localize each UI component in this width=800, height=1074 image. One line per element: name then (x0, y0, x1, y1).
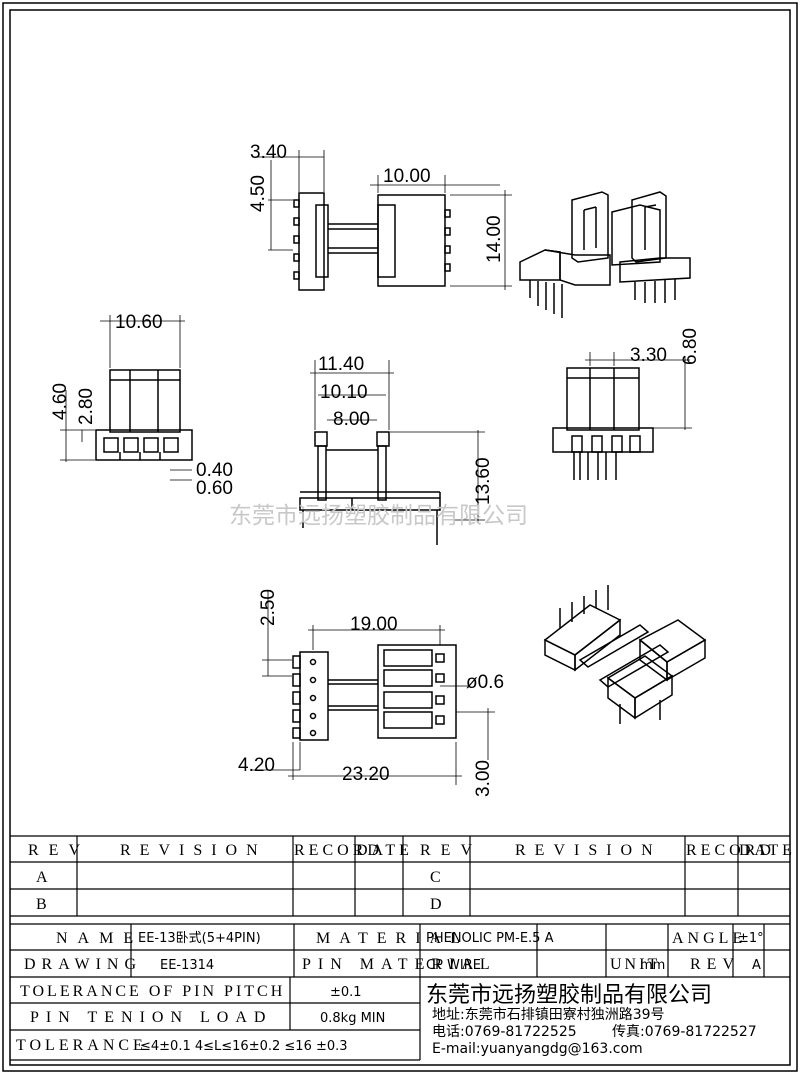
rev-row-b: B (36, 896, 47, 913)
pin-tension-value: 0.8kg MIN (320, 1011, 385, 1026)
tolerance-label: TOLERANCE (16, 1037, 147, 1054)
iso-view-flat (543, 585, 707, 724)
revision-header-right: REVISION (515, 842, 662, 859)
dim-bottom-total: 23.20 (342, 764, 390, 785)
pin-tension-label: PIN TENION LOAD (30, 1009, 272, 1026)
bottom-view (292, 644, 457, 741)
revision-header-left: REVISION (120, 842, 267, 859)
dim-left-h1: 4.60 (50, 383, 71, 420)
material-value: PHENOLIC PM-E.5 A (426, 931, 554, 946)
title-block (10, 923, 790, 1061)
rev-header-right: REV (420, 842, 482, 859)
dim-left-width: 10.60 (115, 312, 163, 333)
dim-front-w3: 8.00 (333, 409, 370, 430)
company-fax: 传真:0769-81722527 (612, 1024, 757, 1040)
drawing-label: DRAWING (24, 956, 142, 973)
watermark: 东莞市远扬塑胶制品有限公司 (229, 502, 528, 528)
company-name: 东莞市远扬塑胶制品有限公司 (426, 983, 712, 1008)
dim-bottom-pitch: 2.50 (258, 589, 279, 626)
side-view-right (552, 367, 654, 480)
dim-top-width: 3.40 (250, 142, 287, 163)
rev-header-left: REV (28, 842, 90, 859)
bottom-view-dim-lines (252, 590, 495, 785)
dim-bottom-hole: ø0.6 (466, 672, 504, 693)
dim-front-w1: 11.40 (318, 354, 364, 375)
tolerance-pin-value: ±0.1 (330, 985, 362, 1000)
company-address: 地址:东莞市石排镇田寮村独洲路39号 (432, 1006, 665, 1023)
top-view-dim-lines (252, 150, 512, 290)
unit-value: mm (640, 958, 665, 973)
dim-top-body: 10.00 (383, 166, 431, 187)
pin-material-label: PIN MATERIAL (302, 956, 497, 973)
name-value: EE-13卧式(5+4PIN) (138, 931, 261, 946)
name-label: NAME (56, 930, 143, 947)
unit-label: UNIT (610, 956, 660, 973)
company-email: E-mail:yuanyangdg@163.com (432, 1041, 643, 1057)
pin-material-value: CP WIRE (426, 958, 481, 973)
tolerance-value: ≤4±0.1 4≤L≤16±0.2 ≤16 ±0.3 (140, 1039, 348, 1054)
revision-table (10, 835, 790, 917)
side-view-right-dim-lines (585, 352, 692, 430)
dim-right-offset: 3.30 (630, 345, 667, 366)
dim-right-height: 6.80 (680, 328, 701, 365)
front-view-dim-lines (310, 360, 485, 522)
dim-bottom-edge: 4.20 (238, 755, 275, 776)
dim-bottom-offset: 3.00 (473, 760, 494, 797)
drawing-frame (9, 9, 791, 1066)
record-header-left: RECORD (294, 842, 383, 859)
date-header-left: DATE (356, 842, 413, 859)
dim-left-h2: 2.80 (76, 388, 97, 425)
angle-label: ANGLE (672, 930, 746, 947)
date-header-right: DATE (739, 842, 796, 859)
company-phone: 电话:0769-81722525 (432, 1024, 577, 1040)
angle-value: ±1° (738, 931, 764, 946)
record-header-right: RECORD (686, 842, 775, 859)
rev-row-d: D (430, 896, 442, 913)
drawing-value: EE-1314 (160, 958, 214, 973)
material-label: MATERIAL (316, 930, 469, 947)
side-view-left-dim-lines (60, 315, 192, 481)
top-view (293, 192, 451, 291)
dim-front-w2: 10.10 (320, 382, 368, 403)
dim-top-pitch: 4.50 (248, 175, 269, 212)
iso-view-upright (519, 191, 691, 318)
dim-bottom-width: 19.00 (350, 614, 398, 635)
dim-front-height: 13.60 (473, 457, 494, 505)
tolerance-pin-label: TOLERANCE OF PIN PITCH (20, 983, 285, 1000)
rev-row-a: A (36, 869, 48, 886)
dim-left-pin2: 0.60 (196, 478, 233, 499)
side-view-left (95, 369, 193, 461)
rev-row-c: C (430, 869, 441, 886)
rev-label: REV (690, 956, 740, 973)
dim-top-height: 14.00 (484, 215, 505, 263)
front-view (299, 431, 441, 545)
dim-left-pin1: 0.40 (196, 460, 233, 481)
rev-value: A (752, 958, 761, 973)
